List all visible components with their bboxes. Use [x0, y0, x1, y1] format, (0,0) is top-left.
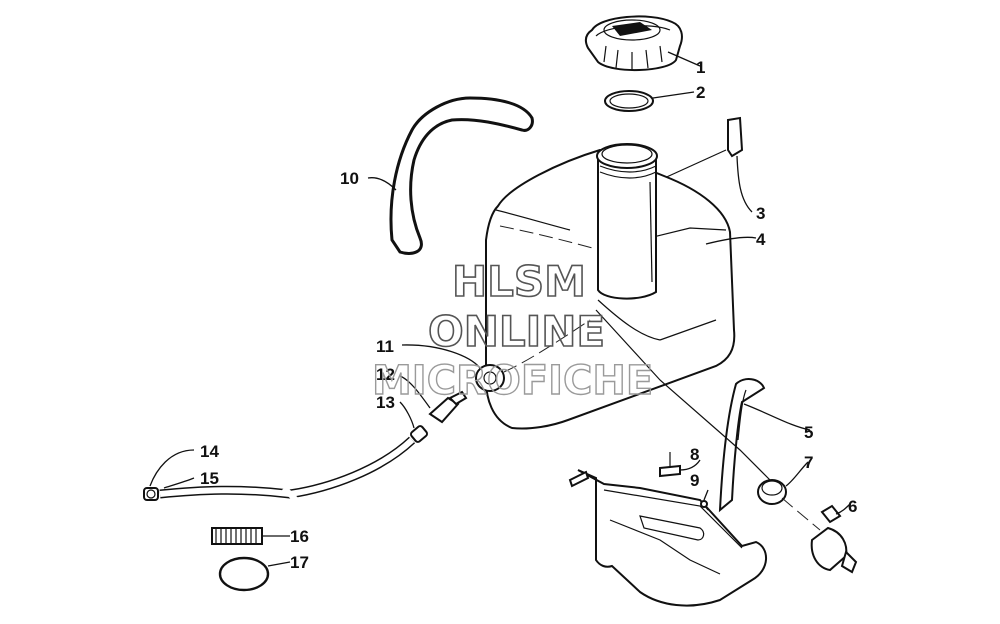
callout-10: 10 — [340, 169, 359, 188]
callout-9: 9 — [690, 471, 699, 490]
callout-15: 15 — [200, 469, 219, 488]
clamp-part — [410, 425, 428, 443]
callout-8: 8 — [690, 445, 699, 464]
watermark-line-2: ONLINE — [428, 307, 605, 356]
callout-11: 11 — [376, 337, 394, 356]
callout-3: 3 — [756, 204, 765, 223]
grommet-part — [475, 364, 505, 392]
grommet-7-part — [757, 479, 787, 505]
callout-14: 14 — [200, 442, 219, 461]
ring-clamp-part — [218, 556, 270, 592]
callout-1: 1 — [696, 58, 705, 77]
mounting-bracket — [568, 378, 767, 607]
callout-7: 7 — [804, 453, 813, 472]
callout-6: 6 — [848, 497, 857, 516]
watermark-line-1: HLSM — [452, 257, 586, 306]
callout-4: 4 — [756, 230, 766, 249]
callout-2: 2 — [696, 83, 705, 102]
callout-13: 13 — [376, 393, 395, 412]
fuel-tank-icon — [485, 143, 736, 430]
fuel-cap-icon — [584, 15, 683, 71]
callout-12: 12 — [376, 365, 395, 384]
screw-part — [699, 499, 709, 511]
valve-part — [810, 504, 858, 574]
callout-16: 16 — [290, 527, 309, 546]
vent-hose-loop — [389, 96, 534, 255]
spring-sleeve-part — [211, 527, 263, 545]
hose-end-clamp — [143, 487, 159, 501]
bolt-part — [659, 452, 681, 478]
pad-part — [727, 116, 744, 158]
watermark-line-3: MICROFICHE — [372, 358, 653, 404]
callout-17: 17 — [290, 553, 309, 572]
fitting-part — [428, 390, 468, 424]
callout-5: 5 — [804, 423, 813, 442]
